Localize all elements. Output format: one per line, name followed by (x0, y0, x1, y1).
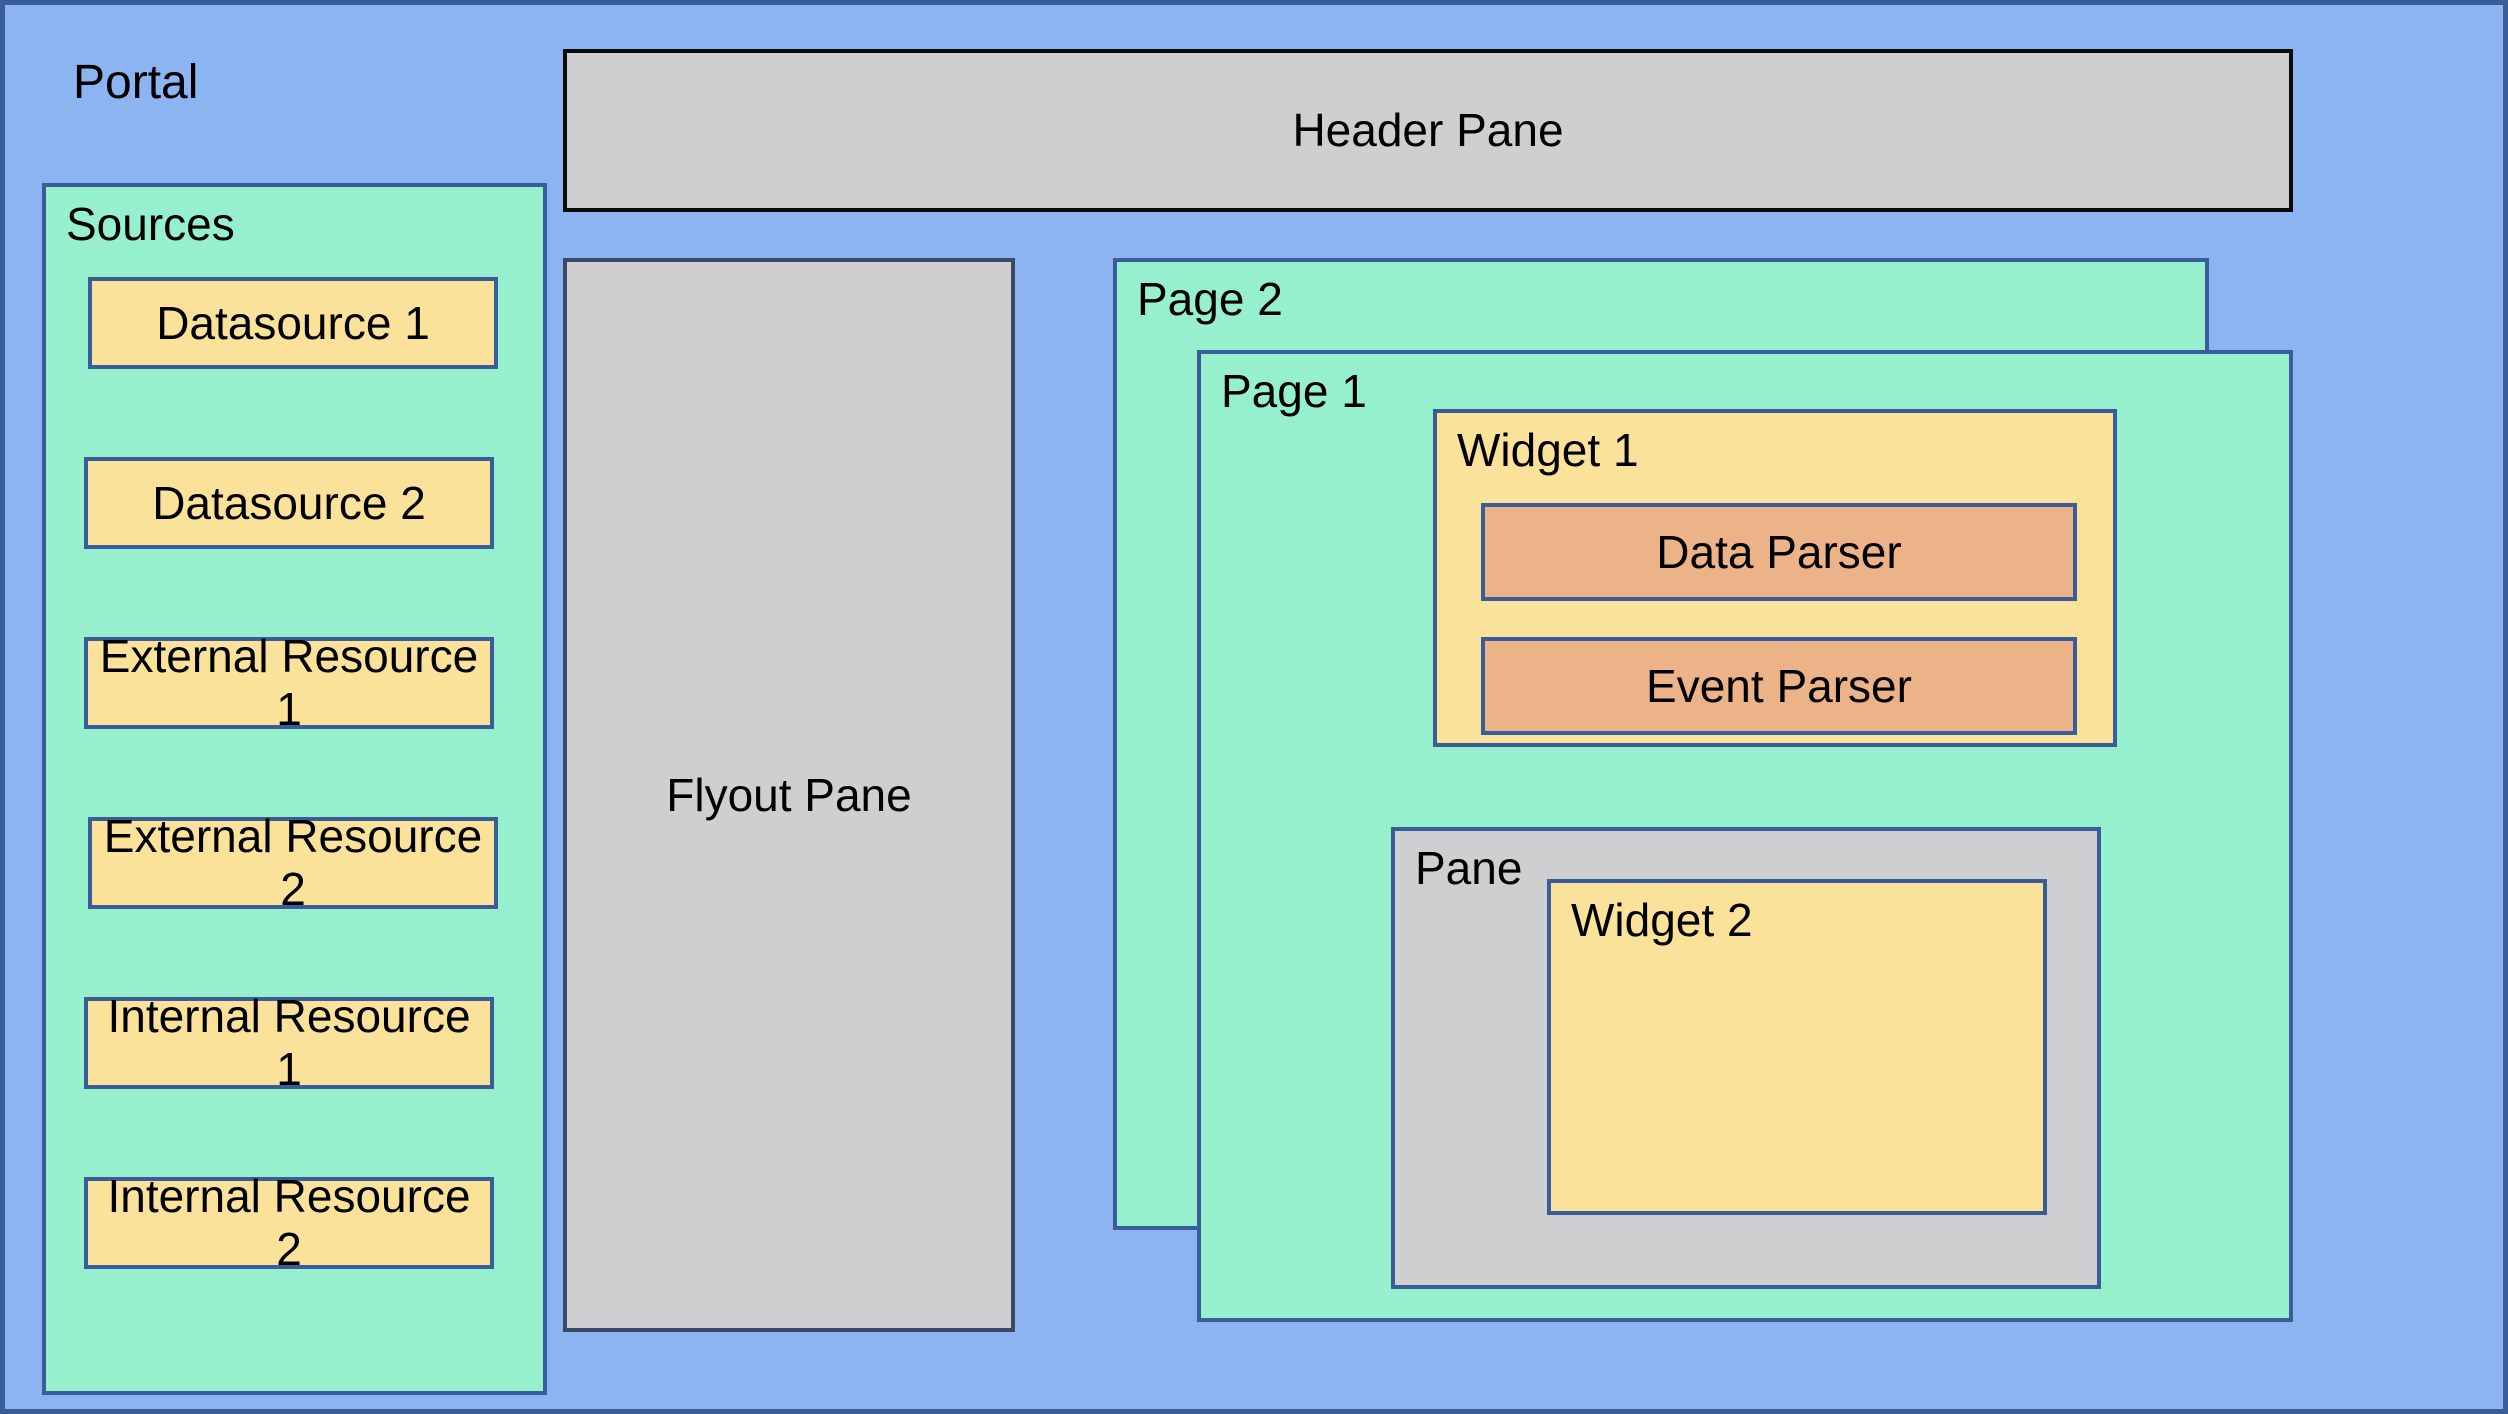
data-parser-label: Data Parser (1656, 525, 1902, 578)
page-1[interactable]: Page 1 Widget 1 Data Parser Event Parser… (1197, 350, 2293, 1322)
flyout-pane-label: Flyout Pane (666, 768, 912, 821)
header-pane-label: Header Pane (1292, 104, 1564, 157)
sources-title: Sources (66, 198, 235, 250)
source-item-label: External Resource 2 (103, 810, 483, 915)
event-parser-label: Event Parser (1646, 659, 1912, 712)
source-item-external-resource-2[interactable]: External Resource 2 (88, 810, 498, 915)
inner-pane-title: Pane (1415, 842, 1523, 894)
widget-1-title: Widget 1 (1457, 424, 1639, 476)
source-item-datasource-2[interactable]: Datasource 2 (84, 457, 494, 549)
source-item-label: Datasource 2 (152, 476, 426, 529)
source-item-datasource-1[interactable]: Datasource 1 (88, 277, 498, 369)
widget-2[interactable]: Widget 2 (1547, 879, 2047, 1215)
widget-2-title: Widget 2 (1571, 894, 1753, 946)
source-item-external-resource-1[interactable]: External Resource 1 (84, 630, 494, 735)
page-2-title: Page 2 (1137, 273, 1283, 325)
inner-pane[interactable]: Pane Widget 2 (1391, 827, 2101, 1289)
source-item-label: Internal Resource 1 (107, 990, 471, 1095)
sources-container[interactable]: Sources Datasource 1 Datasource 2 Extern… (42, 183, 547, 1395)
flyout-pane[interactable]: Flyout Pane (563, 258, 1015, 1332)
source-item-label: Internal Resource 2 (107, 1170, 471, 1275)
event-parser[interactable]: Event Parser (1481, 637, 2077, 735)
widget-1[interactable]: Widget 1 Data Parser Event Parser (1433, 409, 2117, 747)
source-item-internal-resource-2[interactable]: Internal Resource 2 (84, 1170, 494, 1275)
source-item-label: External Resource 1 (99, 630, 479, 735)
header-pane[interactable]: Header Pane (563, 49, 2293, 212)
data-parser[interactable]: Data Parser (1481, 503, 2077, 601)
source-item-label: Datasource 1 (156, 296, 430, 349)
source-item-internal-resource-1[interactable]: Internal Resource 1 (84, 990, 494, 1095)
page-1-title: Page 1 (1221, 365, 1367, 417)
portal-title: Portal (73, 56, 199, 109)
